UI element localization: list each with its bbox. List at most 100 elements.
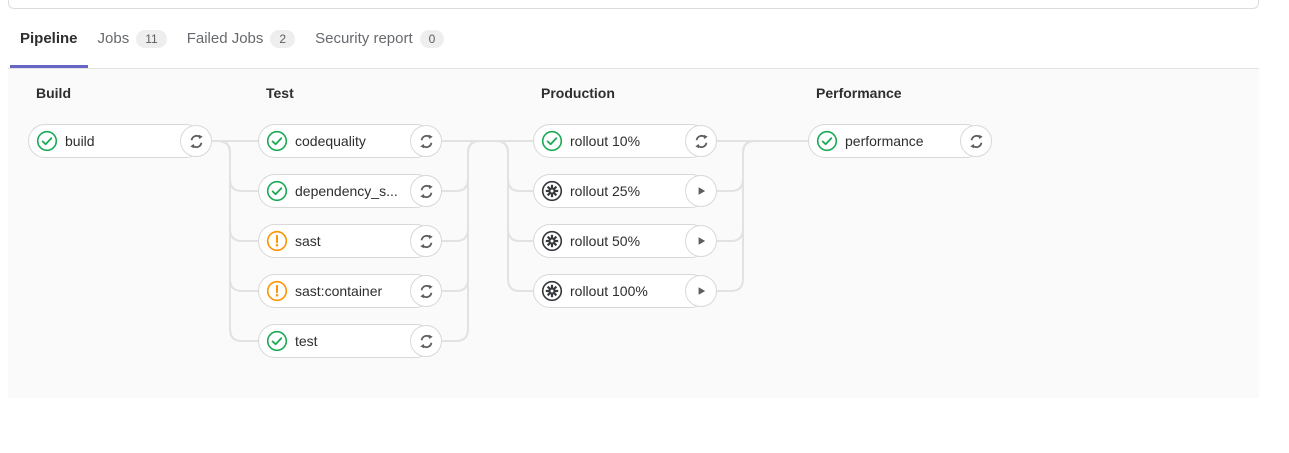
tab-jobs-count-badge: 11 (136, 29, 167, 48)
tab-jobs-label: Jobs (97, 30, 130, 47)
gear-circle-icon (541, 230, 563, 252)
job-action-button[interactable] (410, 125, 442, 157)
header-card-bottom-edge (8, 0, 1259, 9)
play-icon (698, 187, 706, 195)
job-action-button[interactable] (410, 325, 442, 357)
stage-production: Production (533, 85, 717, 324)
job-status-icon (541, 180, 563, 202)
job-action-button[interactable] (960, 125, 992, 157)
job-rollout-25: rollout 25% (533, 174, 717, 208)
job-action-button[interactable] (410, 175, 442, 207)
tab-security-report-label: Security report (315, 30, 413, 47)
job-status-icon (541, 230, 563, 252)
retry-icon (969, 134, 983, 148)
gear-circle-icon (541, 280, 563, 302)
job-pill[interactable]: dependency_s... (258, 174, 433, 208)
job-performance: performance (808, 124, 992, 158)
check-circle-icon (36, 130, 58, 152)
job-label: performance (845, 133, 924, 149)
pipeline-graph: Build (8, 69, 1259, 398)
tab-failed-jobs-label: Failed Jobs (186, 30, 264, 47)
job-status-icon (541, 280, 563, 302)
job-status-icon (266, 330, 288, 352)
tab-failed-jobs-count-badge: 2 (270, 29, 296, 48)
job-label: sast:container (295, 283, 383, 299)
job-label: rollout 10% (570, 133, 641, 149)
job-pill[interactable]: rollout 25% (533, 174, 708, 208)
exclamation-circle-icon (266, 280, 288, 302)
job-rollout-100: rollout 100% (533, 274, 717, 308)
job-status-icon (266, 180, 288, 202)
retry-icon (694, 134, 708, 148)
check-circle-icon (816, 130, 838, 152)
job-pill[interactable]: rollout 10% (533, 124, 708, 158)
job-action-button[interactable] (410, 275, 442, 307)
stage-performance: Performance (808, 85, 992, 174)
tab-security-report-count-badge: 0 (419, 29, 445, 48)
job-label: test (295, 333, 318, 349)
job-rollout-50: rollout 50% (533, 224, 717, 258)
job-label: build (65, 133, 95, 149)
job-build: build (28, 124, 212, 158)
retry-icon (189, 134, 203, 148)
check-circle-icon (541, 130, 563, 152)
tab-jobs[interactable]: Jobs 11 (88, 9, 177, 68)
stage-title: Build (36, 85, 71, 101)
job-action-button[interactable] (685, 225, 717, 257)
retry-icon (419, 234, 433, 248)
job-label: sast (295, 233, 321, 249)
check-circle-icon (266, 330, 288, 352)
job-label: rollout 100% (570, 283, 648, 299)
job-action-button[interactable] (685, 175, 717, 207)
job-action-button[interactable] (180, 125, 212, 157)
play-icon (698, 237, 706, 245)
pipeline-connector-lines (212, 140, 808, 342)
exclamation-circle-icon (266, 230, 288, 252)
job-dependency-s: dependency_s... (258, 174, 442, 208)
check-circle-icon (266, 130, 288, 152)
job-pill[interactable]: build (28, 124, 203, 158)
job-pill[interactable]: rollout 50% (533, 224, 708, 258)
stage-build: Build (28, 85, 212, 174)
job-rollout-10: rollout 10% (533, 124, 717, 158)
retry-icon (419, 334, 433, 348)
job-pill[interactable]: rollout 100% (533, 274, 708, 308)
tab-failed-jobs[interactable]: Failed Jobs 2 (177, 9, 305, 68)
job-status-icon (266, 230, 288, 252)
job-status-icon (36, 130, 58, 152)
job-sast: sast (258, 224, 442, 258)
job-pill[interactable]: sast (258, 224, 433, 258)
job-pill[interactable]: sast:container (258, 274, 433, 308)
job-status-icon (266, 130, 288, 152)
tab-pipeline-label: Pipeline (20, 30, 78, 47)
stage-title: Performance (816, 85, 902, 101)
job-label: rollout 25% (570, 183, 641, 199)
tab-pipeline[interactable]: Pipeline (10, 9, 88, 68)
job-label: codequality (295, 133, 366, 149)
job-status-icon (266, 280, 288, 302)
job-pill[interactable]: performance (808, 124, 983, 158)
stage-title: Production (541, 85, 615, 101)
stage-title: Test (266, 85, 294, 101)
job-action-button[interactable] (685, 275, 717, 307)
job-status-icon (541, 130, 563, 152)
job-pill[interactable]: codequality (258, 124, 433, 158)
gear-circle-icon (541, 180, 563, 202)
job-action-button[interactable] (410, 225, 442, 257)
job-pill[interactable]: test (258, 324, 433, 358)
job-action-button[interactable] (685, 125, 717, 157)
job-sast-container: sast:container (258, 274, 442, 308)
retry-icon (419, 184, 433, 198)
pipeline-tabs: Pipeline Jobs 11 Failed Jobs 2 Security … (8, 9, 1259, 69)
tab-security-report[interactable]: Security report 0 (305, 9, 454, 68)
stage-test: Test (258, 85, 442, 374)
job-test: test (258, 324, 442, 358)
check-circle-icon (266, 180, 288, 202)
retry-icon (419, 284, 433, 298)
job-status-icon (816, 130, 838, 152)
play-icon (698, 287, 706, 295)
retry-icon (419, 134, 433, 148)
job-codequality: codequality (258, 124, 442, 158)
job-label: rollout 50% (570, 233, 641, 249)
job-label: dependency_s... (295, 183, 398, 199)
